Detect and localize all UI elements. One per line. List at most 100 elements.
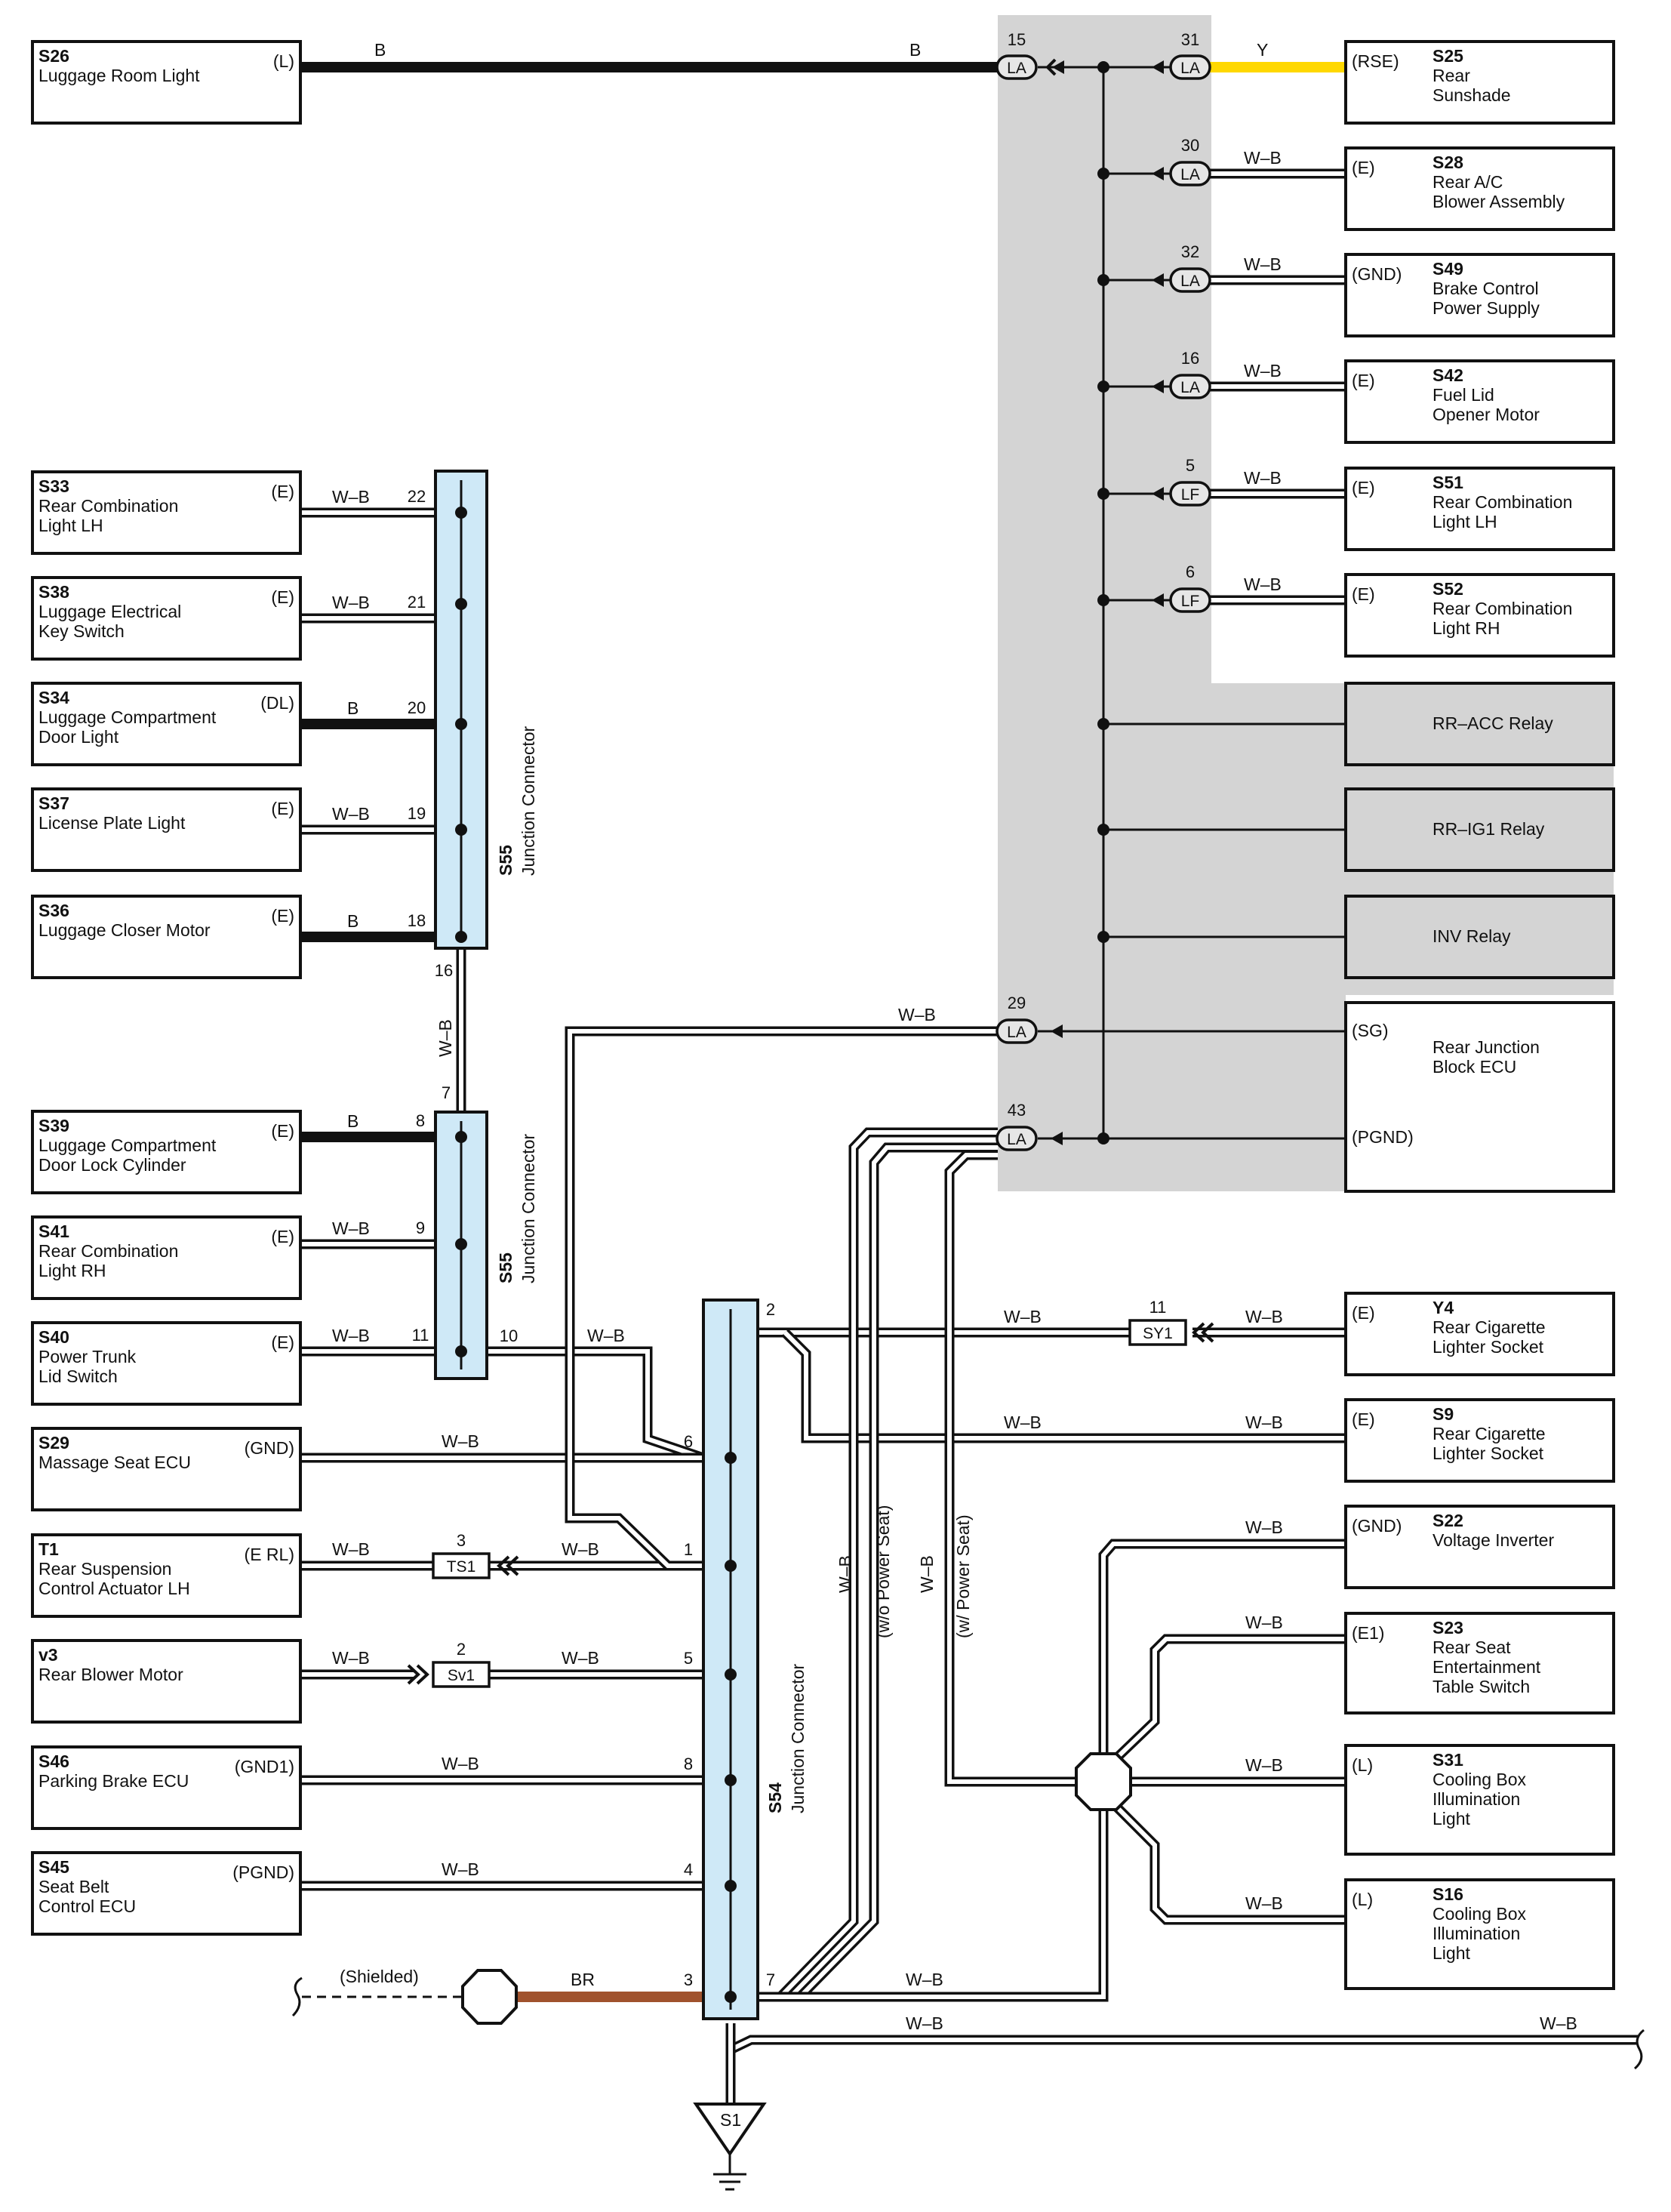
pin-number: 11	[1149, 1298, 1167, 1317]
connector-capsule	[996, 1126, 1038, 1151]
wire-w-power-seat	[944, 1150, 1078, 1787]
pin-name: (E1)	[1352, 1623, 1384, 1643]
component-name-line1: Power Trunk	[38, 1347, 137, 1366]
relay-label: RR–IG1 Relay	[1433, 819, 1545, 839]
splice-dot	[455, 824, 467, 836]
pin-name: (L)	[273, 51, 294, 71]
component-code: S23	[1433, 1618, 1463, 1637]
relay-label: RR–ACC Relay	[1433, 713, 1553, 733]
wire-label-b: B	[909, 40, 921, 60]
ecu-name-1: Rear Junction	[1433, 1037, 1540, 1057]
wire-label-wb: W–B	[906, 2013, 943, 2033]
component-name-line2: Control ECU	[38, 1896, 136, 1916]
component-name-line2: Lighter Socket	[1433, 1337, 1544, 1357]
relay-1: RR–IG1 Relay	[1344, 787, 1615, 872]
splice-dot	[455, 931, 467, 943]
component-code: S16	[1433, 1884, 1463, 1904]
wire-label-wb: W–B	[1245, 1893, 1283, 1913]
component-box	[31, 787, 302, 872]
pin-name: (E)	[1352, 1303, 1375, 1323]
wire-label-wb: W–B	[1244, 148, 1282, 168]
pin-number: 2	[766, 1300, 775, 1319]
component-name-line2: Illumination	[1433, 1789, 1520, 1809]
pin-number: 7	[442, 1083, 451, 1102]
component-box	[1344, 359, 1615, 444]
component-code: S26	[38, 46, 69, 66]
wb-label-vert-1: W–B	[836, 1555, 855, 1593]
wire-label-b: B	[347, 911, 359, 931]
wire-label-y: Y	[1257, 40, 1268, 60]
pin-name: (E)	[271, 1332, 294, 1352]
connector-code: LA	[1007, 1131, 1026, 1148]
wire-sg-route-core	[568, 1029, 998, 1568]
component-name-line1: Rear Cigarette	[1433, 1424, 1546, 1443]
splice-dot	[1097, 718, 1109, 730]
component-name-line1: Fuel Lid	[1433, 385, 1494, 405]
splice-dot	[1097, 931, 1109, 943]
arrow-head	[1052, 60, 1064, 74]
component-name-line1: Rear Seat	[1433, 1637, 1511, 1657]
component-box	[31, 470, 302, 555]
ecu-name-2: Block ECU	[1433, 1057, 1516, 1077]
connector-chevron	[506, 1555, 519, 1576]
shielded-wire: (Shielded)	[291, 1967, 1645, 2070]
splice-dot	[1097, 594, 1109, 606]
pin-number: 8	[416, 1111, 425, 1130]
wire-layer	[300, 62, 1638, 2106]
component-name-line1: Luggage Closer Motor	[38, 920, 211, 940]
pin-name: (E)	[271, 799, 294, 818]
pin-number: 1	[684, 1540, 693, 1559]
component-name-line2: Light LH	[38, 516, 103, 535]
connector-capsule	[1169, 374, 1211, 399]
pin-number: 6	[1186, 562, 1195, 581]
connector-chevron	[1201, 1322, 1214, 1343]
wire-label-wb: W–B	[1004, 1413, 1042, 1432]
splice-dot	[455, 598, 467, 610]
pin-name: (L)	[1352, 1755, 1373, 1775]
s55-upper-caption: Junction Connector	[519, 726, 538, 876]
connector-chevron	[407, 1664, 420, 1685]
component-name-line1: Voltage Inverter	[1433, 1530, 1554, 1550]
wire-label-wb: W–B	[1540, 2013, 1577, 2033]
wire-label-wb: W–B	[332, 1539, 370, 1559]
pin-number: 31	[1181, 30, 1199, 49]
w-power-seat-note: (w/ Power Seat)	[953, 1514, 973, 1638]
pin-name: (GND)	[1352, 1516, 1402, 1536]
component-code: S36	[38, 901, 69, 920]
wire-label-wb: W–B	[442, 1431, 479, 1451]
wire-label-wb: W–B	[1245, 1413, 1283, 1432]
shield-splice	[461, 1969, 518, 2025]
component-box	[1344, 253, 1615, 337]
component-name-line3: Light	[1433, 1943, 1470, 1963]
component-name-line2: Power Supply	[1433, 298, 1540, 318]
component-code: S40	[38, 1327, 69, 1347]
component-name-line2: Lid Switch	[38, 1366, 118, 1386]
component-name-line2: Door Light	[38, 727, 119, 747]
s54-caption: Junction Connector	[788, 1663, 808, 1813]
splice-dot	[1097, 380, 1109, 393]
component-name-line2: Key Switch	[38, 621, 125, 641]
connector-chevron	[1192, 1322, 1205, 1343]
wire-label-b: B	[347, 698, 359, 718]
component-code: S49	[1433, 259, 1463, 279]
component-code: S37	[38, 793, 69, 813]
component-code: S29	[38, 1433, 69, 1453]
pin-name: (E)	[271, 1121, 294, 1141]
component-code: v3	[38, 1645, 58, 1665]
pin-number: 30	[1181, 136, 1199, 155]
splice-dot	[725, 1880, 737, 1892]
component-box	[1344, 467, 1615, 551]
pin-name: (L)	[1352, 1890, 1373, 1909]
s55-upper-label: S55 Junction Connector	[496, 726, 538, 876]
wire-label-wb: W–B	[1245, 1613, 1283, 1632]
component-code: S31	[1433, 1750, 1463, 1770]
component-name-line1: Rear	[1433, 66, 1470, 85]
